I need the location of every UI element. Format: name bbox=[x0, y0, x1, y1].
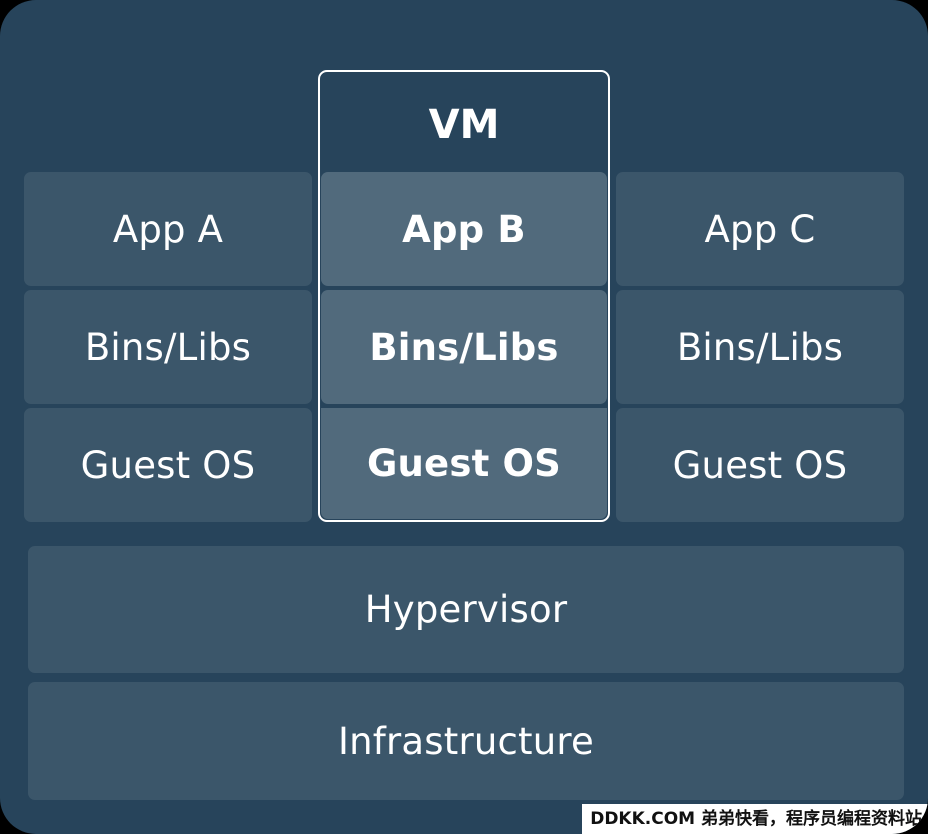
hypervisor-block: Hypervisor bbox=[28, 546, 904, 673]
bins-libs-b-block: Bins/Libs bbox=[321, 290, 607, 404]
app-b-block: App B bbox=[321, 172, 607, 286]
bins-libs-a-block: Bins/Libs bbox=[24, 290, 312, 404]
bins-libs-c-block: Bins/Libs bbox=[616, 290, 904, 404]
app-c-block: App C bbox=[616, 172, 904, 286]
app-a-block: App A bbox=[24, 172, 312, 286]
infrastructure-block: Infrastructure bbox=[28, 682, 904, 800]
watermark-text: DDKK.COM 弟弟快看，程序员编程资料站 bbox=[582, 804, 928, 834]
guest-os-c-block: Guest OS bbox=[616, 408, 904, 522]
guest-os-b-block: Guest OS bbox=[321, 408, 607, 519]
vm-label: VM bbox=[428, 102, 500, 148]
guest-os-a-block: Guest OS bbox=[24, 408, 312, 522]
